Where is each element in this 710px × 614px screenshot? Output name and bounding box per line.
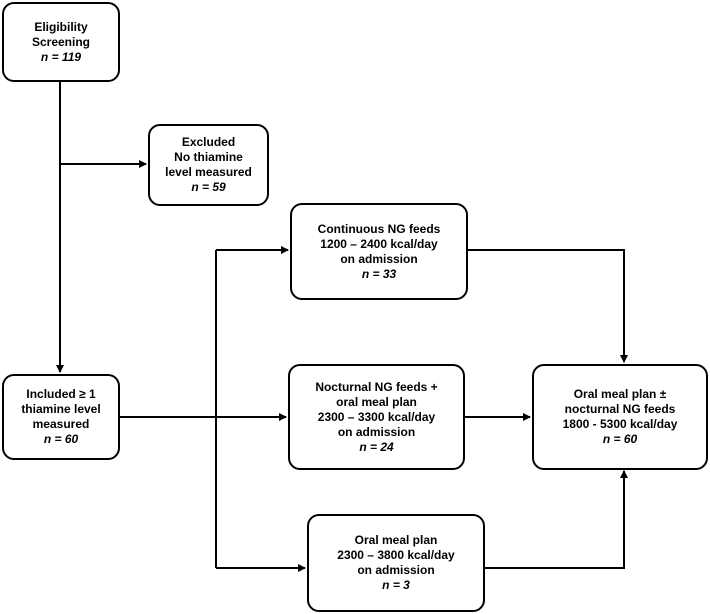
continuous-ng-feeds-box: Continuous NG feeds 1200 – 2400 kcal/day… <box>290 203 468 300</box>
box-count: n = 24 <box>359 439 394 454</box>
final-oral-meal-plan-box: Oral meal plan ± nocturnal NG feeds 1800… <box>532 364 708 470</box>
box-line: oral meal plan <box>336 394 417 409</box>
box-line: No thiamine <box>174 150 243 164</box>
box-line: nocturnal NG feeds <box>564 402 676 416</box>
eligibility-screening-box: Eligibility Screening n = 119 <box>2 2 120 82</box>
excluded-box: Excluded No thiamine level measured n = … <box>148 124 269 206</box>
box-line: on admission <box>357 563 435 577</box>
box-line: on admission <box>340 251 418 266</box>
box-line: Excluded <box>181 135 236 149</box>
box-line: Continuous NG feeds <box>317 221 441 236</box>
box-line: Nocturnal NG feeds + <box>315 379 438 394</box>
box-line: Oral meal plan ± <box>573 387 667 401</box>
box-line: Screening <box>31 34 91 49</box>
box-line: 1200 – 2400 kcal/day <box>320 236 438 251</box>
box-count: n = 60 <box>43 432 79 446</box>
box-line: level measured <box>165 165 252 179</box>
box-line: Oral meal plan <box>354 533 438 547</box>
arrow-oral-to-final <box>485 470 628 569</box>
box-line: 2300 – 3300 kcal/day <box>317 409 436 424</box>
box-line: on admission <box>337 424 416 439</box>
box-count: n = 3 <box>382 578 410 592</box>
box-line: thiamine level <box>21 402 101 416</box>
box-count: n = 60 <box>602 432 638 446</box>
box-line: 2300 – 3800 kcal/day <box>337 548 455 562</box>
arrow-continuous-to-final <box>468 249 628 363</box>
box-line: Eligibility <box>34 19 88 34</box>
box-count: n = 59 <box>191 180 226 194</box>
box-line: measured <box>32 417 90 431</box>
box-line: Included ≥ 1 <box>26 387 96 401</box>
box-count: n = 33 <box>361 266 397 281</box>
nocturnal-ng-feeds-box: Nocturnal NG feeds + oral meal plan 2300… <box>288 364 465 470</box>
included-box: Included ≥ 1 thiamine level measured n =… <box>2 374 120 460</box>
box-line: 1800 - 5300 kcal/day <box>562 417 678 431</box>
oral-meal-plan-box: Oral meal plan 2300 – 3800 kcal/day on a… <box>307 514 485 612</box>
box-count: n = 119 <box>40 49 82 64</box>
